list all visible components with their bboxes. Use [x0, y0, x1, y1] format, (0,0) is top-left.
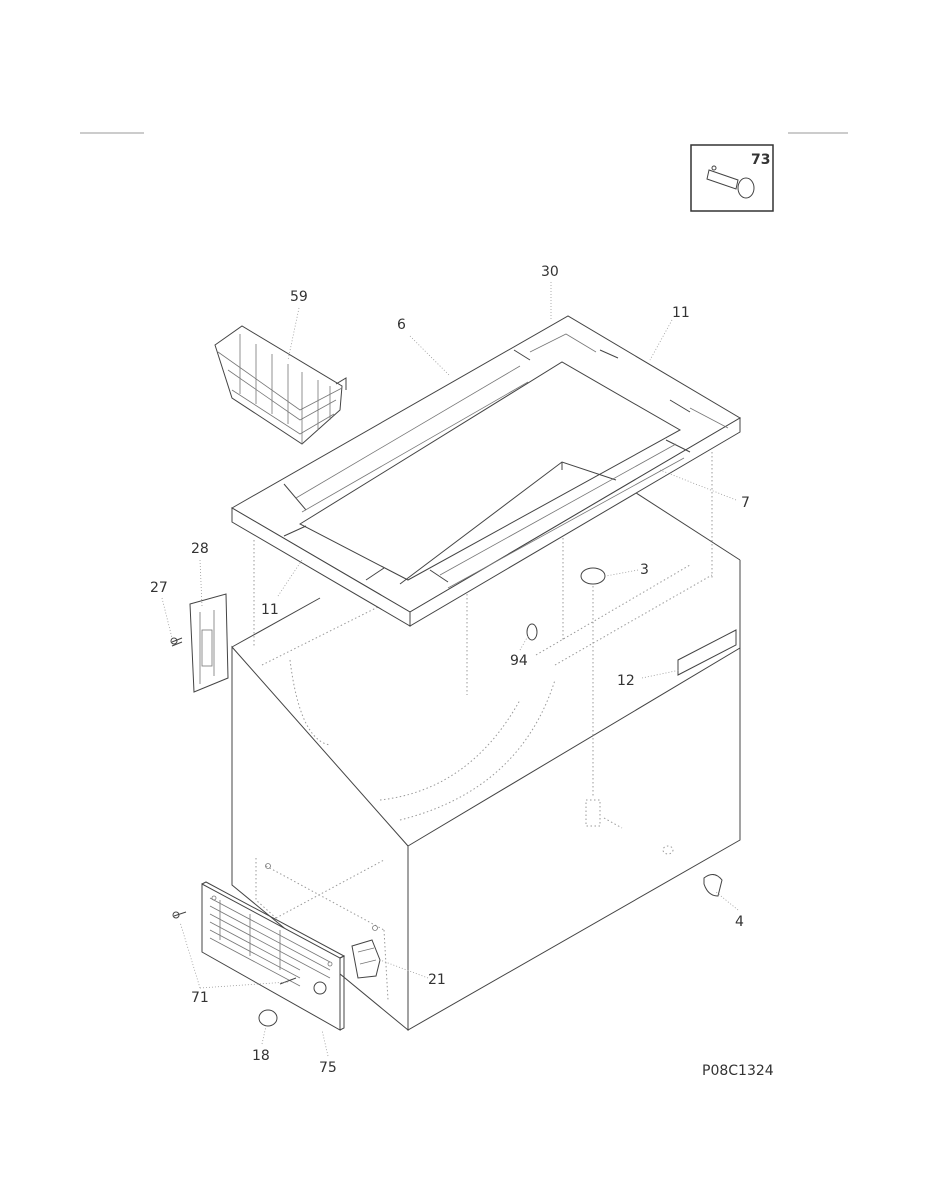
callout-4: 4	[735, 914, 744, 930]
lamp-icon	[706, 165, 755, 199]
drawing-code: P08C1324	[702, 1063, 774, 1079]
callout-28: 28	[191, 541, 209, 557]
inset-part-label: 73	[751, 152, 770, 168]
cabinet	[231, 358, 741, 1032]
knob-18	[258, 1009, 278, 1027]
rating-plate	[677, 629, 737, 676]
hinge	[189, 593, 229, 693]
thermostat	[351, 939, 381, 979]
breaker-frame	[231, 315, 741, 627]
callout-11-left: 11	[261, 602, 279, 618]
grille	[201, 881, 346, 1031]
callout-27: 27	[150, 580, 168, 596]
callout-30: 30	[541, 264, 559, 280]
callout-59: 59	[290, 289, 308, 305]
callout-11-top: 11	[672, 305, 690, 321]
callout-21: 21	[428, 972, 446, 988]
drain-plug-3	[580, 567, 606, 798]
callout-94: 94	[510, 653, 528, 669]
callout-71: 71	[191, 990, 209, 1006]
callout-18: 18	[252, 1048, 270, 1064]
screw-27	[170, 637, 183, 647]
callout-6: 6	[397, 317, 406, 333]
callout-7: 7	[741, 495, 750, 511]
callout-12: 12	[617, 673, 635, 689]
callout-75: 75	[319, 1060, 337, 1076]
inset-box: 73	[690, 144, 774, 212]
callout-3: 3	[640, 562, 649, 578]
screw-71	[172, 911, 297, 985]
basket	[214, 325, 347, 445]
plug-94	[526, 623, 538, 641]
foot-4	[703, 874, 723, 897]
leader-lines	[161, 282, 739, 1057]
